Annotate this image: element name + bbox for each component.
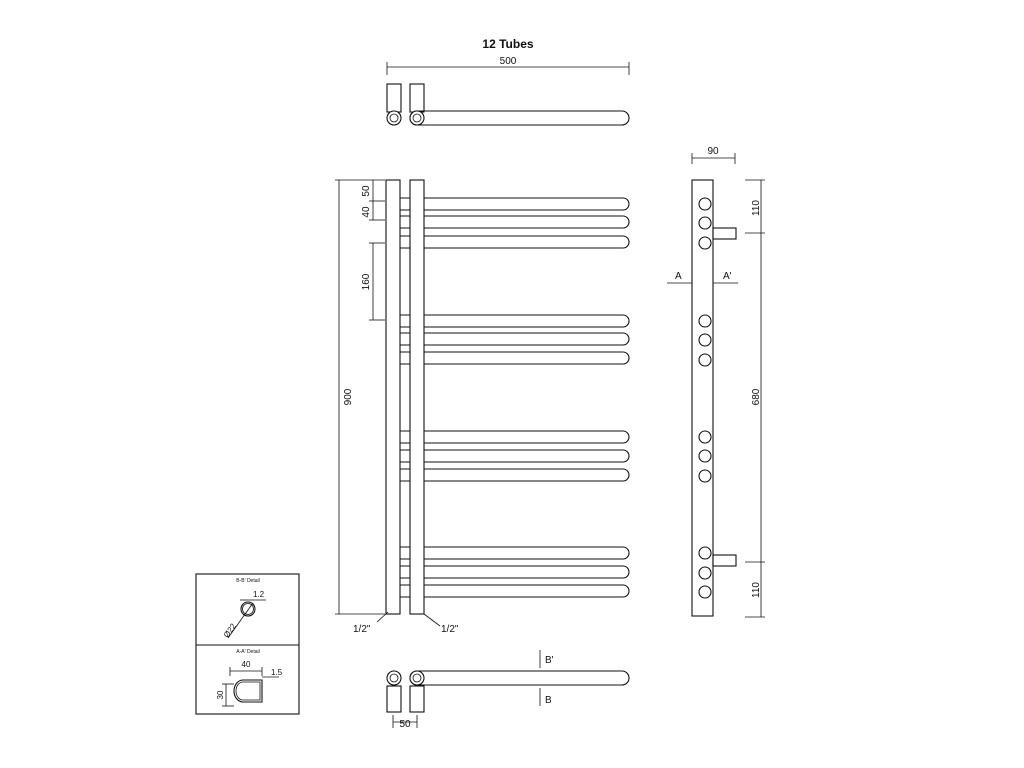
top-view: 500 — [386, 56, 630, 126]
tube-10 — [394, 546, 630, 560]
tube-end-5 — [698, 333, 712, 347]
tube-end-9 — [698, 469, 712, 483]
tube-12 — [394, 584, 630, 598]
tube-end-2 — [698, 216, 712, 230]
dim-height-900: 900 — [343, 388, 354, 405]
dim-50-bottom: 50 — [399, 719, 411, 730]
tube-5 — [394, 332, 630, 346]
dim-depth-90: 90 — [707, 146, 719, 157]
front-view: 900 50 40 160 1/2" 1/2" — [335, 179, 630, 635]
detail-bb-diameter: Ø22 — [222, 621, 238, 639]
tube-end-6 — [698, 353, 712, 367]
tube-end-1 — [698, 197, 712, 211]
detail-aa-title: A-A' Detail — [236, 649, 259, 655]
tube-4 — [394, 314, 630, 328]
drawing-title: 12 Tubes — [482, 37, 533, 51]
tube-9 — [394, 468, 630, 482]
tube-end-10 — [698, 546, 712, 560]
bottom-view: B' B 50 — [386, 650, 630, 730]
tube-8 — [394, 449, 630, 463]
dim-110-top: 110 — [751, 200, 762, 216]
section-b-label: B — [545, 695, 552, 706]
dim-40: 40 — [361, 206, 372, 218]
section-a-label: A — [675, 271, 682, 282]
dim-160: 160 — [361, 273, 372, 290]
pipe-label-left: 1/2" — [353, 624, 371, 635]
tube-end-11 — [698, 566, 712, 580]
side-view: 90 A A' 110 680 110 — [667, 146, 765, 618]
tube-1 — [394, 197, 630, 211]
detail-aa-wall: 1.5 — [271, 668, 283, 677]
tube-end-3 — [698, 236, 712, 250]
tube-7 — [394, 430, 630, 444]
section-b-prime-label: B' — [545, 655, 554, 666]
tube-11 — [394, 565, 630, 579]
detail-box: B-B' Detail 1.2 Ø22 A-A' Detail 40 1.5 3… — [195, 573, 300, 715]
section-a-prime-label: A' — [723, 271, 732, 282]
dim-110-bottom: 110 — [751, 582, 762, 598]
pipe-label-right: 1/2" — [441, 624, 459, 635]
detail-bb-title: B-B' Detail — [236, 578, 259, 584]
detail-aa-height: 30 — [216, 690, 225, 699]
tube-end-8 — [698, 449, 712, 463]
dim-680: 680 — [751, 388, 762, 405]
detail-aa-width: 40 — [242, 660, 251, 669]
detail-bb-wall: 1.2 — [253, 590, 265, 599]
tube-end-12 — [698, 585, 712, 599]
tube-2 — [394, 215, 630, 229]
dim-width-500: 500 — [500, 56, 517, 67]
tube-3 — [394, 235, 630, 249]
tube-end-7 — [698, 430, 712, 444]
dim-50: 50 — [361, 185, 372, 197]
tube-6 — [394, 351, 630, 365]
tube-end-4 — [698, 314, 712, 328]
